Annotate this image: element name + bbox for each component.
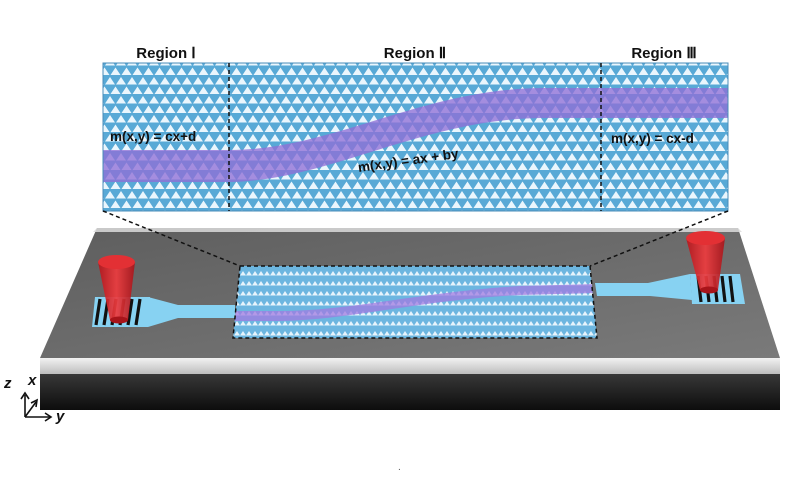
waveguide-band [103,88,728,182]
substrate-side-face [40,358,780,374]
zoom-connector-right [589,210,729,267]
y-axis-label: y [56,408,65,425]
x-axis-label: x [28,372,37,389]
x-axis-arrow [24,401,37,418]
y-axis-head [44,412,53,422]
right-taper [595,274,692,300]
z-axis-label: z [4,375,12,392]
zoom-connectors [102,210,729,267]
chip-waveguide-band [233,284,597,321]
x-axis-head [30,398,39,408]
panel-border [102,62,729,212]
substrate-base-layer [40,372,780,410]
substrate-top-edge [93,228,742,232]
coordinate-axes [20,391,53,422]
region-1-label: Region Ⅰ [136,45,196,62]
footer-mark: . [398,462,401,473]
zoomed-lattice-panel [102,62,729,212]
z-axis-head [20,391,30,400]
left-fiber-coupler [98,255,135,324]
chip-lattice-outline [232,265,598,339]
equation-region-3: m(x,y) = cx-d [611,131,694,146]
right-fiber-coupler [686,231,725,294]
region-2-label: Region Ⅱ [383,45,447,62]
equation-region-1: m(x,y) = cx+d [110,129,197,144]
zoom-connector-left [102,210,241,267]
left-taper [148,297,235,327]
region-3-label: Region Ⅲ [631,45,697,62]
